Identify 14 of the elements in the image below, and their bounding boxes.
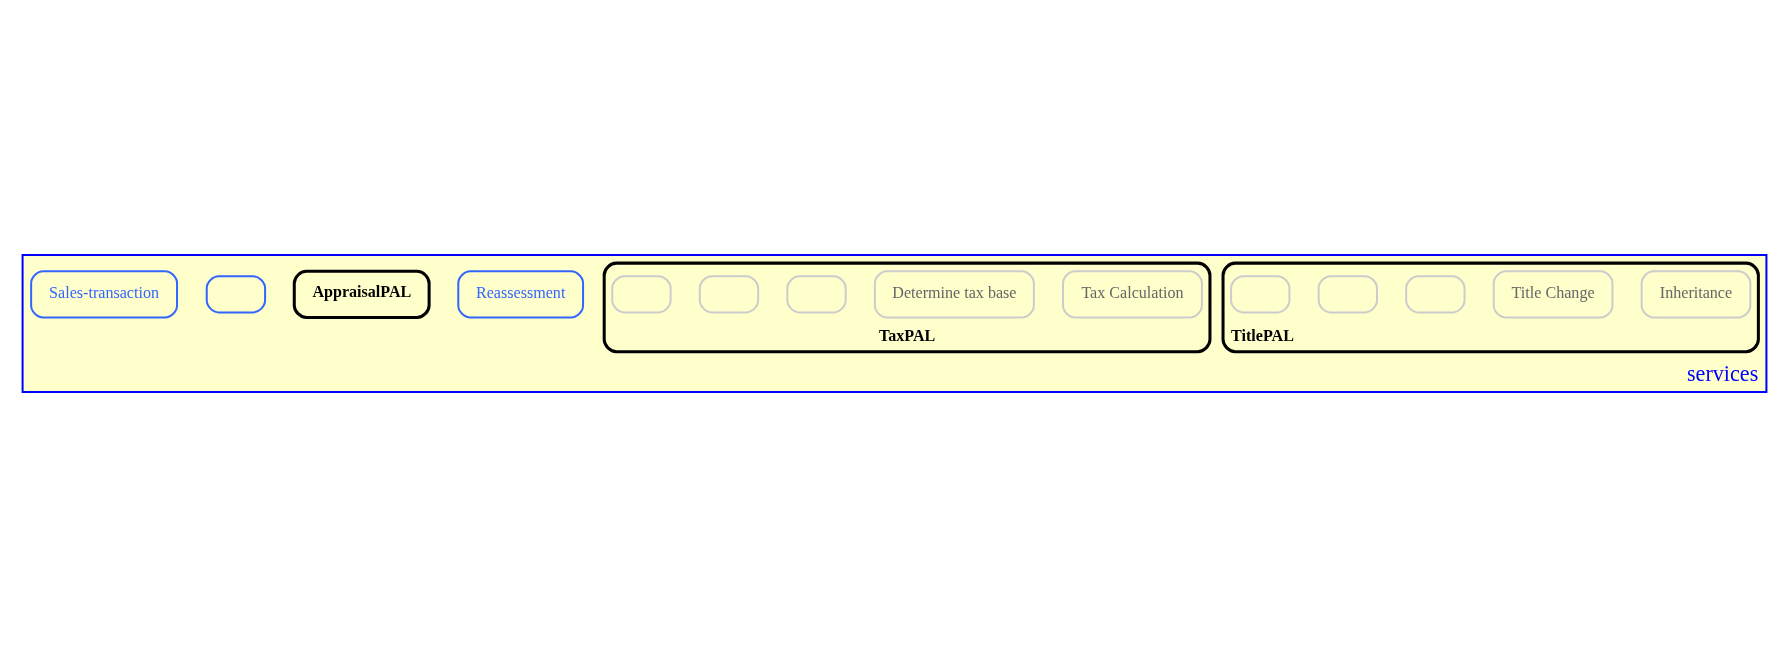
- node-box: Reassessment: [457, 269, 585, 318]
- node-box: [611, 274, 672, 313]
- node-box: [1230, 274, 1291, 313]
- node-box: [786, 274, 847, 313]
- node-box: [205, 274, 267, 313]
- node-box: [698, 274, 760, 313]
- node-box: Sales-transaction: [30, 269, 179, 318]
- node-box: Title Change: [1492, 269, 1614, 318]
- node-box: Inheritance: [1640, 269, 1752, 318]
- node-box: Determine tax base: [873, 269, 1035, 318]
- node-box: [1317, 274, 1378, 313]
- node-box: [1405, 274, 1466, 313]
- node-box: AppraisalPAL: [292, 269, 431, 319]
- node-box: Tax Calculation: [1062, 269, 1203, 318]
